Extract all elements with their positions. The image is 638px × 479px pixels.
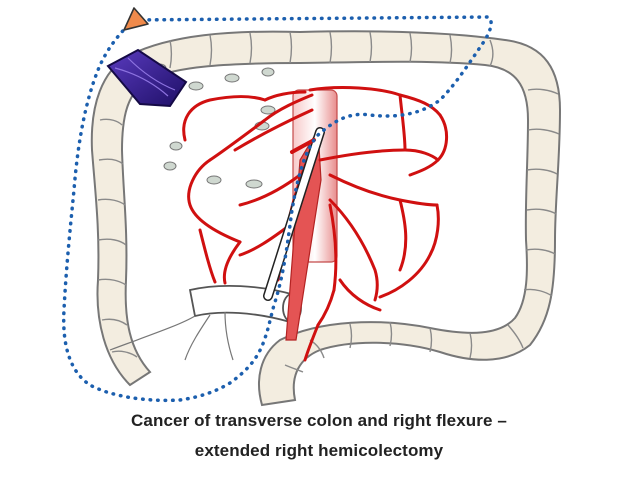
resection-line — [61, 15, 493, 403]
aorta — [285, 89, 338, 341]
haustra — [97, 31, 560, 373]
caption-line-2: extended right hemicolectomy — [194, 441, 444, 460]
tumor-mass — [106, 48, 188, 108]
ileum-tube — [188, 284, 297, 324]
tumor — [106, 48, 188, 108]
vessel-clamp — [263, 127, 325, 301]
caption-line-1: Cancer of transverse colon and right fle… — [131, 411, 507, 430]
orange-arrow-icon — [123, 7, 149, 31]
